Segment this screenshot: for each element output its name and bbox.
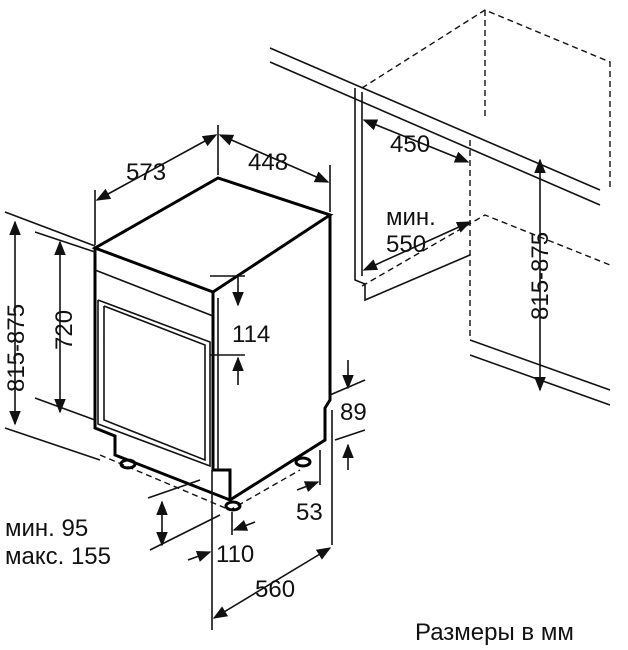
dimension-lines — [4, 119, 546, 630]
label-53: 53 — [296, 499, 323, 526]
label-448: 448 — [248, 149, 288, 176]
label-720: 720 — [51, 310, 78, 350]
label-560: 560 — [255, 576, 295, 603]
label-min-95: мин. 95 — [5, 515, 88, 542]
dishwasher-body — [91, 176, 334, 512]
niche-outline — [269, 9, 611, 406]
label-550: 550 — [386, 231, 426, 258]
dimension-labels: 573 448 450 мин. 550 815-875 815-875 720… — [3, 131, 574, 646]
label-niche-height: 815-875 — [527, 232, 554, 320]
caption-units: Размеры в мм — [415, 619, 574, 646]
label-450: 450 — [390, 131, 430, 158]
label-max-155: макс. 155 — [5, 543, 111, 570]
label-min: мин. — [386, 204, 436, 231]
label-110: 110 — [216, 541, 254, 568]
label-114: 114 — [232, 321, 270, 348]
label-573: 573 — [126, 159, 166, 186]
label-89: 89 — [340, 399, 367, 426]
label-overall-height: 815-875 — [3, 304, 30, 392]
